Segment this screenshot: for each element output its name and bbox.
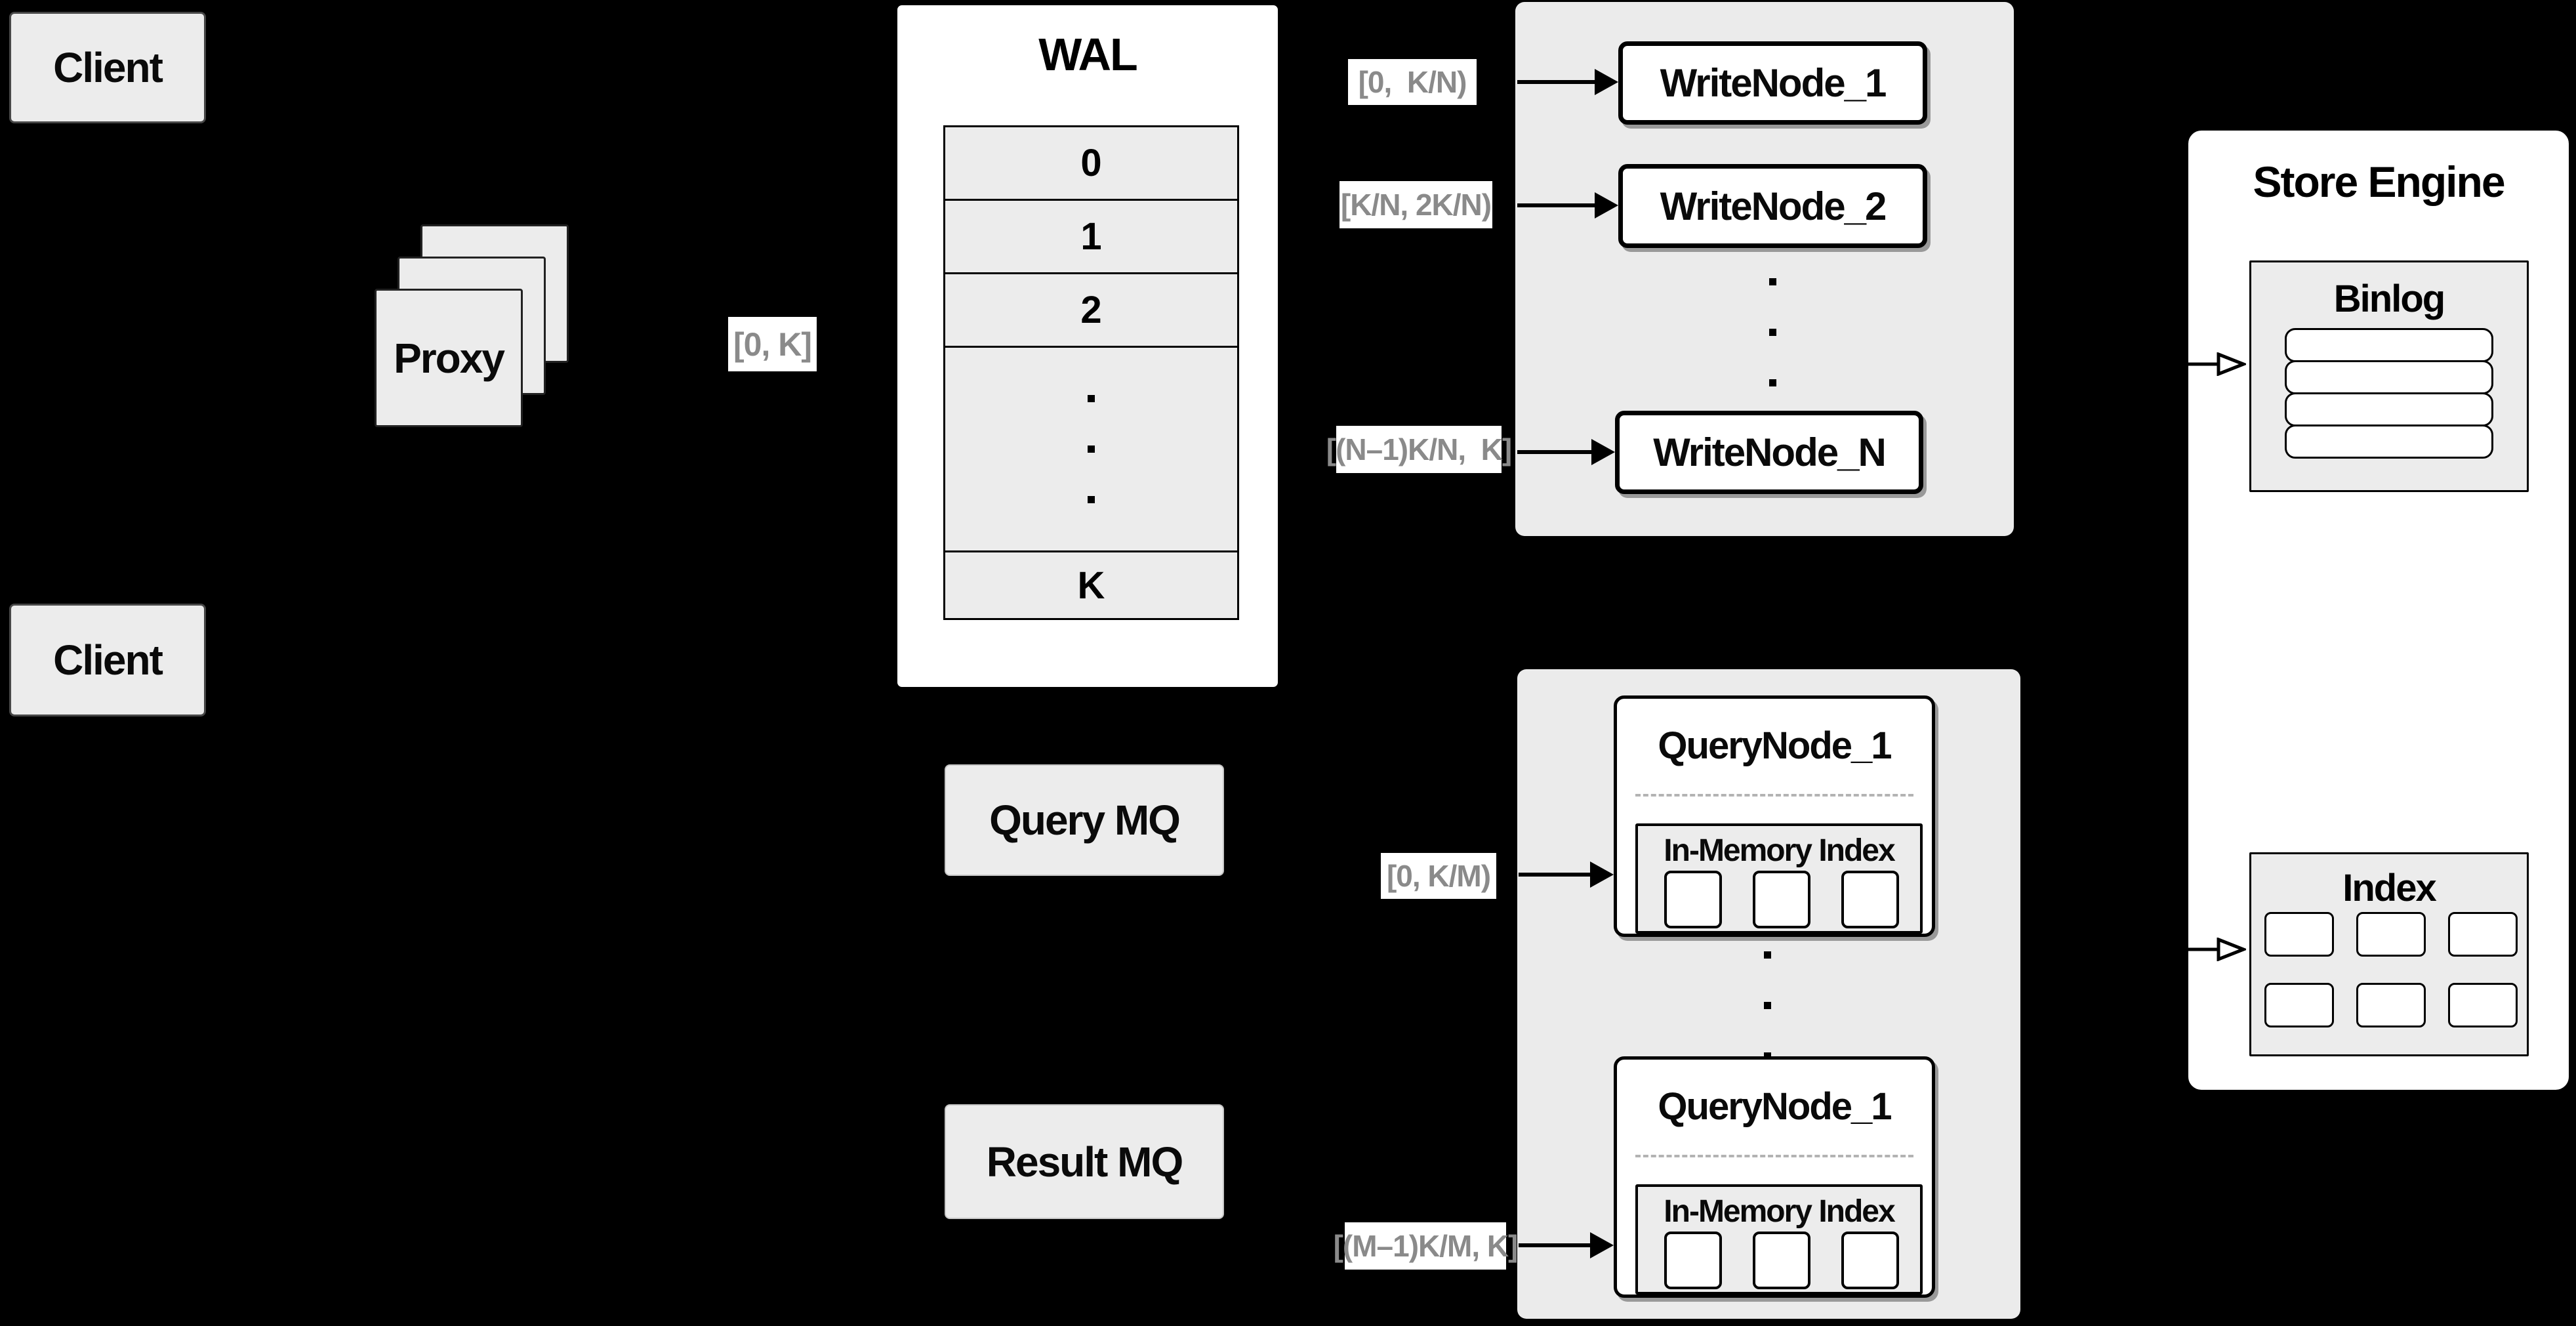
in-memory-index-title-top: In-Memory Index (1664, 833, 1895, 868)
arrow-to-querynode-top (1519, 873, 1592, 877)
binlog-box: Binlog (2249, 260, 2529, 492)
wal-segment-0: 0 (943, 125, 1239, 201)
index-cell (2448, 912, 2518, 957)
range-label-writenode-1: [0, K/N) (1348, 59, 1477, 105)
binlog-rows (2285, 328, 2493, 459)
write-node-1: WriteNode_1 (1618, 41, 1927, 125)
arrow-to-writenode-2 (1517, 203, 1596, 207)
in-memory-index-box-top: In-Memory Index (1635, 823, 1923, 934)
index-title: Index (2342, 867, 2437, 909)
arrow-to-binlog (2178, 352, 2246, 376)
query-node-bottom-title: QueryNode_1 (1658, 1085, 1892, 1128)
arrow-to-index (2178, 938, 2246, 961)
in-memory-index-box-bottom: In-Memory Index (1635, 1184, 1923, 1295)
arrowhead-to-querynode-top (1590, 861, 1614, 888)
index-cell (2264, 912, 2334, 957)
query-mq-node: Query MQ (945, 764, 1224, 876)
wal-segment-table: 0 1 2 K (943, 125, 1239, 620)
index-cell (2448, 983, 2518, 1027)
arrowhead-to-writenode-n (1591, 439, 1615, 465)
binlog-row (2285, 360, 2493, 394)
memory-segment-cell (1664, 1232, 1722, 1289)
wal-segment-ellipsis (943, 346, 1239, 552)
store-engine-title: Store Engine (2253, 157, 2505, 206)
wal-segment-2: 2 (943, 272, 1239, 348)
index-box: Index (2249, 852, 2529, 1056)
in-memory-index-title-bottom: In-Memory Index (1664, 1194, 1895, 1229)
write-node-ellipsis-dots (1769, 278, 1776, 386)
binlog-title: Binlog (2333, 278, 2445, 320)
binlog-row (2285, 392, 2493, 426)
client-node-bottom: Client (9, 604, 206, 716)
query-node-ellipsis-dots (1764, 951, 1771, 1060)
range-label-querynode-top: [0, K/M) (1381, 853, 1496, 899)
index-cell (2356, 983, 2426, 1027)
arrow-to-querynode-bottom (1519, 1243, 1592, 1247)
write-node-n: WriteNode_N (1615, 411, 1923, 494)
binlog-row (2285, 425, 2493, 459)
memory-segment-cell (1841, 1232, 1899, 1289)
wal-container: WAL 0 1 2 K (895, 3, 1280, 689)
range-label-writenode-2: [K/N, 2K/N) (1339, 181, 1492, 228)
arrow-to-writenode-n (1517, 450, 1593, 454)
index-cell (2264, 983, 2334, 1027)
memory-segment-cell (1664, 871, 1722, 928)
query-node-top: QueryNode_1 In-Memory Index (1614, 695, 1935, 937)
wal-title: WAL (1038, 29, 1138, 80)
wal-ellipsis-dots (1088, 395, 1095, 503)
result-mq-node: Result MQ (945, 1104, 1224, 1219)
query-node-top-divider (1635, 794, 1913, 797)
range-label-writenode-n: [(N–1)K/N, K] (1326, 426, 1512, 473)
query-node-top-title: QueryNode_1 (1658, 724, 1892, 767)
query-node-bottom: QueryNode_1 In-Memory Index (1614, 1056, 1935, 1298)
arrowhead-to-writenode-2 (1595, 192, 1618, 218)
store-engine-container: Store Engine Binlog Index (2186, 128, 2571, 1092)
memory-segment-cell (1753, 1232, 1810, 1289)
wal-segment-k: K (943, 550, 1239, 620)
arrowhead-to-writenode-1 (1595, 69, 1618, 95)
client-node-top: Client (9, 12, 206, 123)
range-label-querynode-bottom: [(M–1)K/M, K] (1334, 1222, 1518, 1270)
query-node-bottom-divider (1635, 1155, 1913, 1157)
range-label-proxy-to-wal: [0, K] (728, 317, 817, 371)
proxy-node: Proxy (375, 289, 523, 427)
arrowhead-to-querynode-bottom (1590, 1232, 1614, 1258)
wal-segment-1: 1 (943, 199, 1239, 274)
binlog-row (2285, 328, 2493, 362)
memory-segment-cell (1841, 871, 1899, 928)
memory-segment-cell (1753, 871, 1810, 928)
index-cell (2356, 912, 2426, 957)
arrow-to-writenode-1 (1517, 80, 1596, 84)
write-node-2: WriteNode_2 (1618, 164, 1927, 248)
